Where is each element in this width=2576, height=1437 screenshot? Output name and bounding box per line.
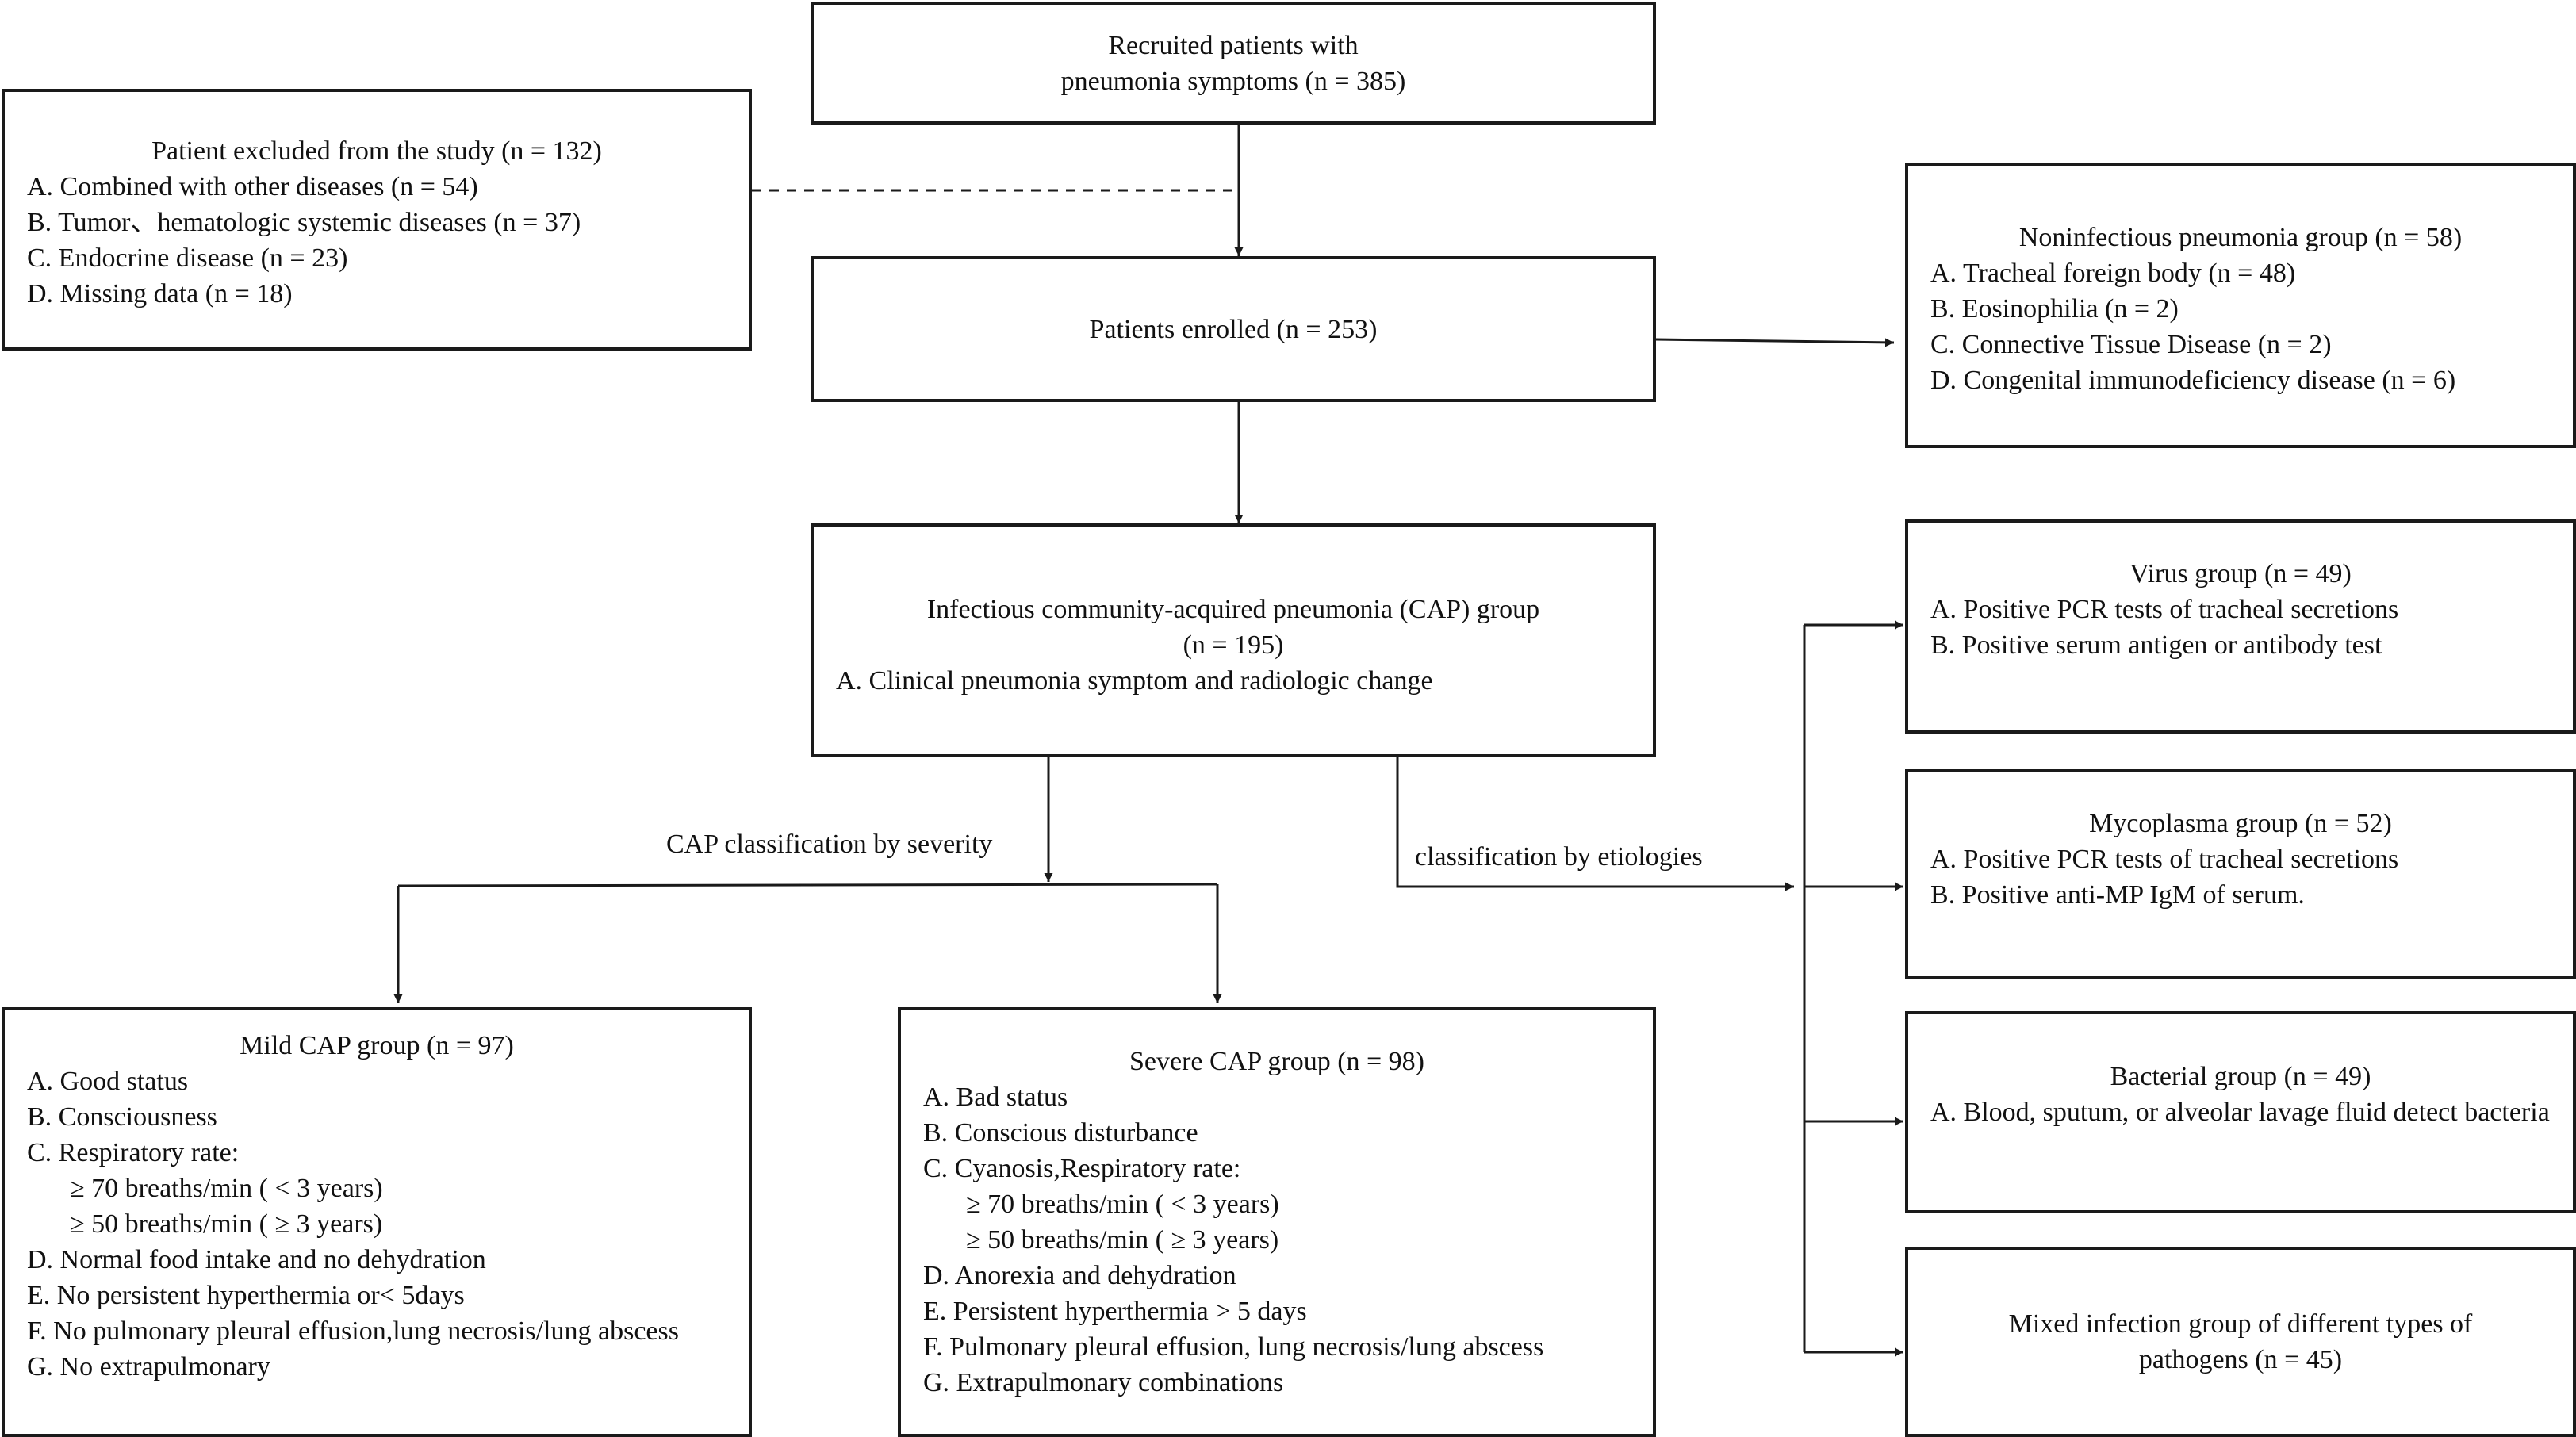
bacterial-title: Bacterial group (n = 49)	[2110, 1062, 2371, 1091]
noninfectious-box: Noninfectious pneumonia group (n = 58) A…	[1905, 163, 2576, 448]
severe-item-c-sub2: ≥ 50 breaths/min ( ≥ 3 years)	[966, 1225, 1279, 1255]
excluded-title: Patient excluded from the study (n = 132…	[151, 136, 602, 166]
noninfectious-title: Noninfectious pneumonia group (n = 58)	[2018, 223, 2463, 252]
excluded-item-c: C. Endocrine disease (n = 23)	[27, 243, 348, 273]
severe-item-e: E. Persistent hyperthermia > 5 days	[923, 1297, 1307, 1326]
mixed-box: Mixed infection group of different types…	[1905, 1247, 2576, 1437]
etiology-label: classification by etiologies	[1415, 842, 1703, 872]
enrolled-label: Patients enrolled (n = 253)	[1089, 314, 1378, 344]
mild-item-c: C. Respiratory rate:	[27, 1138, 240, 1167]
noninfectious-item-d: D. Congenital immunodeficiency disease (…	[1930, 366, 2456, 395]
recruited-line2: pneumonia symptoms (n = 385)	[1060, 66, 1406, 96]
severe-item-a: A. Bad status	[923, 1083, 1068, 1112]
mycoplasma-item-b: B. Positive anti-MP IgM of serum.	[1930, 880, 2305, 910]
severe-item-g: G. Extrapulmonary combinations	[923, 1368, 1284, 1397]
cap-box: Infectious community-acquired pneumonia …	[811, 523, 1656, 757]
mild-item-f: F. No pulmonary pleural effusion,lung ne…	[27, 1316, 679, 1346]
severe-title: Severe CAP group (n = 98)	[1129, 1047, 1425, 1076]
bacterial-item-a: A. Blood, sputum, or alveolar lavage flu…	[1930, 1098, 2550, 1127]
excluded-item-b: B. Tumor、hematologic systemic diseases (…	[27, 208, 581, 237]
excluded-box: Patient excluded from the study (n = 132…	[2, 89, 752, 351]
mild-item-e: E. No persistent hyperthermia or< 5days	[27, 1281, 465, 1310]
mild-box: Mild CAP group (n = 97) A. Good status B…	[2, 1007, 752, 1437]
severe-box: Severe CAP group (n = 98) A. Bad status …	[898, 1007, 1656, 1437]
severe-item-d: D. Anorexia and dehydration	[923, 1261, 1236, 1290]
virus-item-a: A. Positive PCR tests of tracheal secret…	[1930, 595, 2399, 624]
noninfectious-item-b: B. Eosinophilia (n = 2)	[1930, 294, 2179, 324]
excluded-item-d: D. Missing data (n = 18)	[27, 279, 293, 308]
severe-item-c: C. Cyanosis,Respiratory rate:	[923, 1154, 1241, 1183]
severity-branch-line	[397, 883, 1218, 887]
mild-item-c-sub1: ≥ 70 breaths/min ( < 3 years)	[70, 1174, 383, 1203]
mycoplasma-item-a: A. Positive PCR tests of tracheal secret…	[1930, 845, 2399, 874]
recruited-line1: Recruited patients with	[1108, 30, 1359, 60]
enrolled-box: Patients enrolled (n = 253)	[811, 256, 1656, 402]
excluded-item-a: A. Combined with other diseases (n = 54)	[27, 172, 478, 201]
noninfectious-item-a: A. Tracheal foreign body (n = 48)	[1930, 259, 2296, 288]
cap-n: (n = 195)	[1183, 630, 1284, 660]
mild-title: Mild CAP group (n = 97)	[240, 1031, 514, 1060]
mycoplasma-box: Mycoplasma group (n = 52) A. Positive PC…	[1905, 769, 2576, 979]
virus-item-b: B. Positive serum antigen or antibody te…	[1930, 630, 2382, 660]
severe-item-f: F. Pulmonary pleural effusion, lung necr…	[923, 1332, 1544, 1362]
severe-item-c-sub1: ≥ 70 breaths/min ( < 3 years)	[966, 1190, 1279, 1219]
mixed-line2: pathogens (n = 45)	[2138, 1345, 2343, 1374]
mild-item-g: G. No extrapulmonary	[27, 1352, 270, 1381]
bacterial-box: Bacterial group (n = 49) A. Blood, sputu…	[1905, 1011, 2576, 1213]
mycoplasma-title: Mycoplasma group (n = 52)	[2089, 809, 2392, 838]
virus-box: Virus group (n = 49) A. Positive PCR tes…	[1905, 519, 2576, 734]
mild-item-c-sub2: ≥ 50 breaths/min ( ≥ 3 years)	[70, 1209, 383, 1239]
mild-item-b: B. Consciousness	[27, 1102, 217, 1132]
mild-item-d: D. Normal food intake and no dehydration	[27, 1245, 486, 1274]
cap-item-a: A. Clinical pneumonia symptom and radiol…	[836, 666, 1433, 696]
severity-label: CAP classification by severity	[666, 830, 993, 859]
noninfectious-item-c: C. Connective Tissue Disease (n = 2)	[1930, 330, 2332, 359]
virus-title: Virus group (n = 49)	[2129, 559, 2352, 588]
mixed-line1: Mixed infection group of different types…	[2008, 1309, 2473, 1339]
severe-item-b: B. Conscious disturbance	[923, 1118, 1198, 1148]
recruited-box: Recruited patients with pneumonia sympto…	[811, 2, 1656, 125]
arrow-enrolled-to-noninfectious	[1655, 338, 1895, 347]
mild-item-a: A. Good status	[27, 1067, 189, 1096]
cap-title: Infectious community-acquired pneumonia …	[926, 595, 1540, 624]
